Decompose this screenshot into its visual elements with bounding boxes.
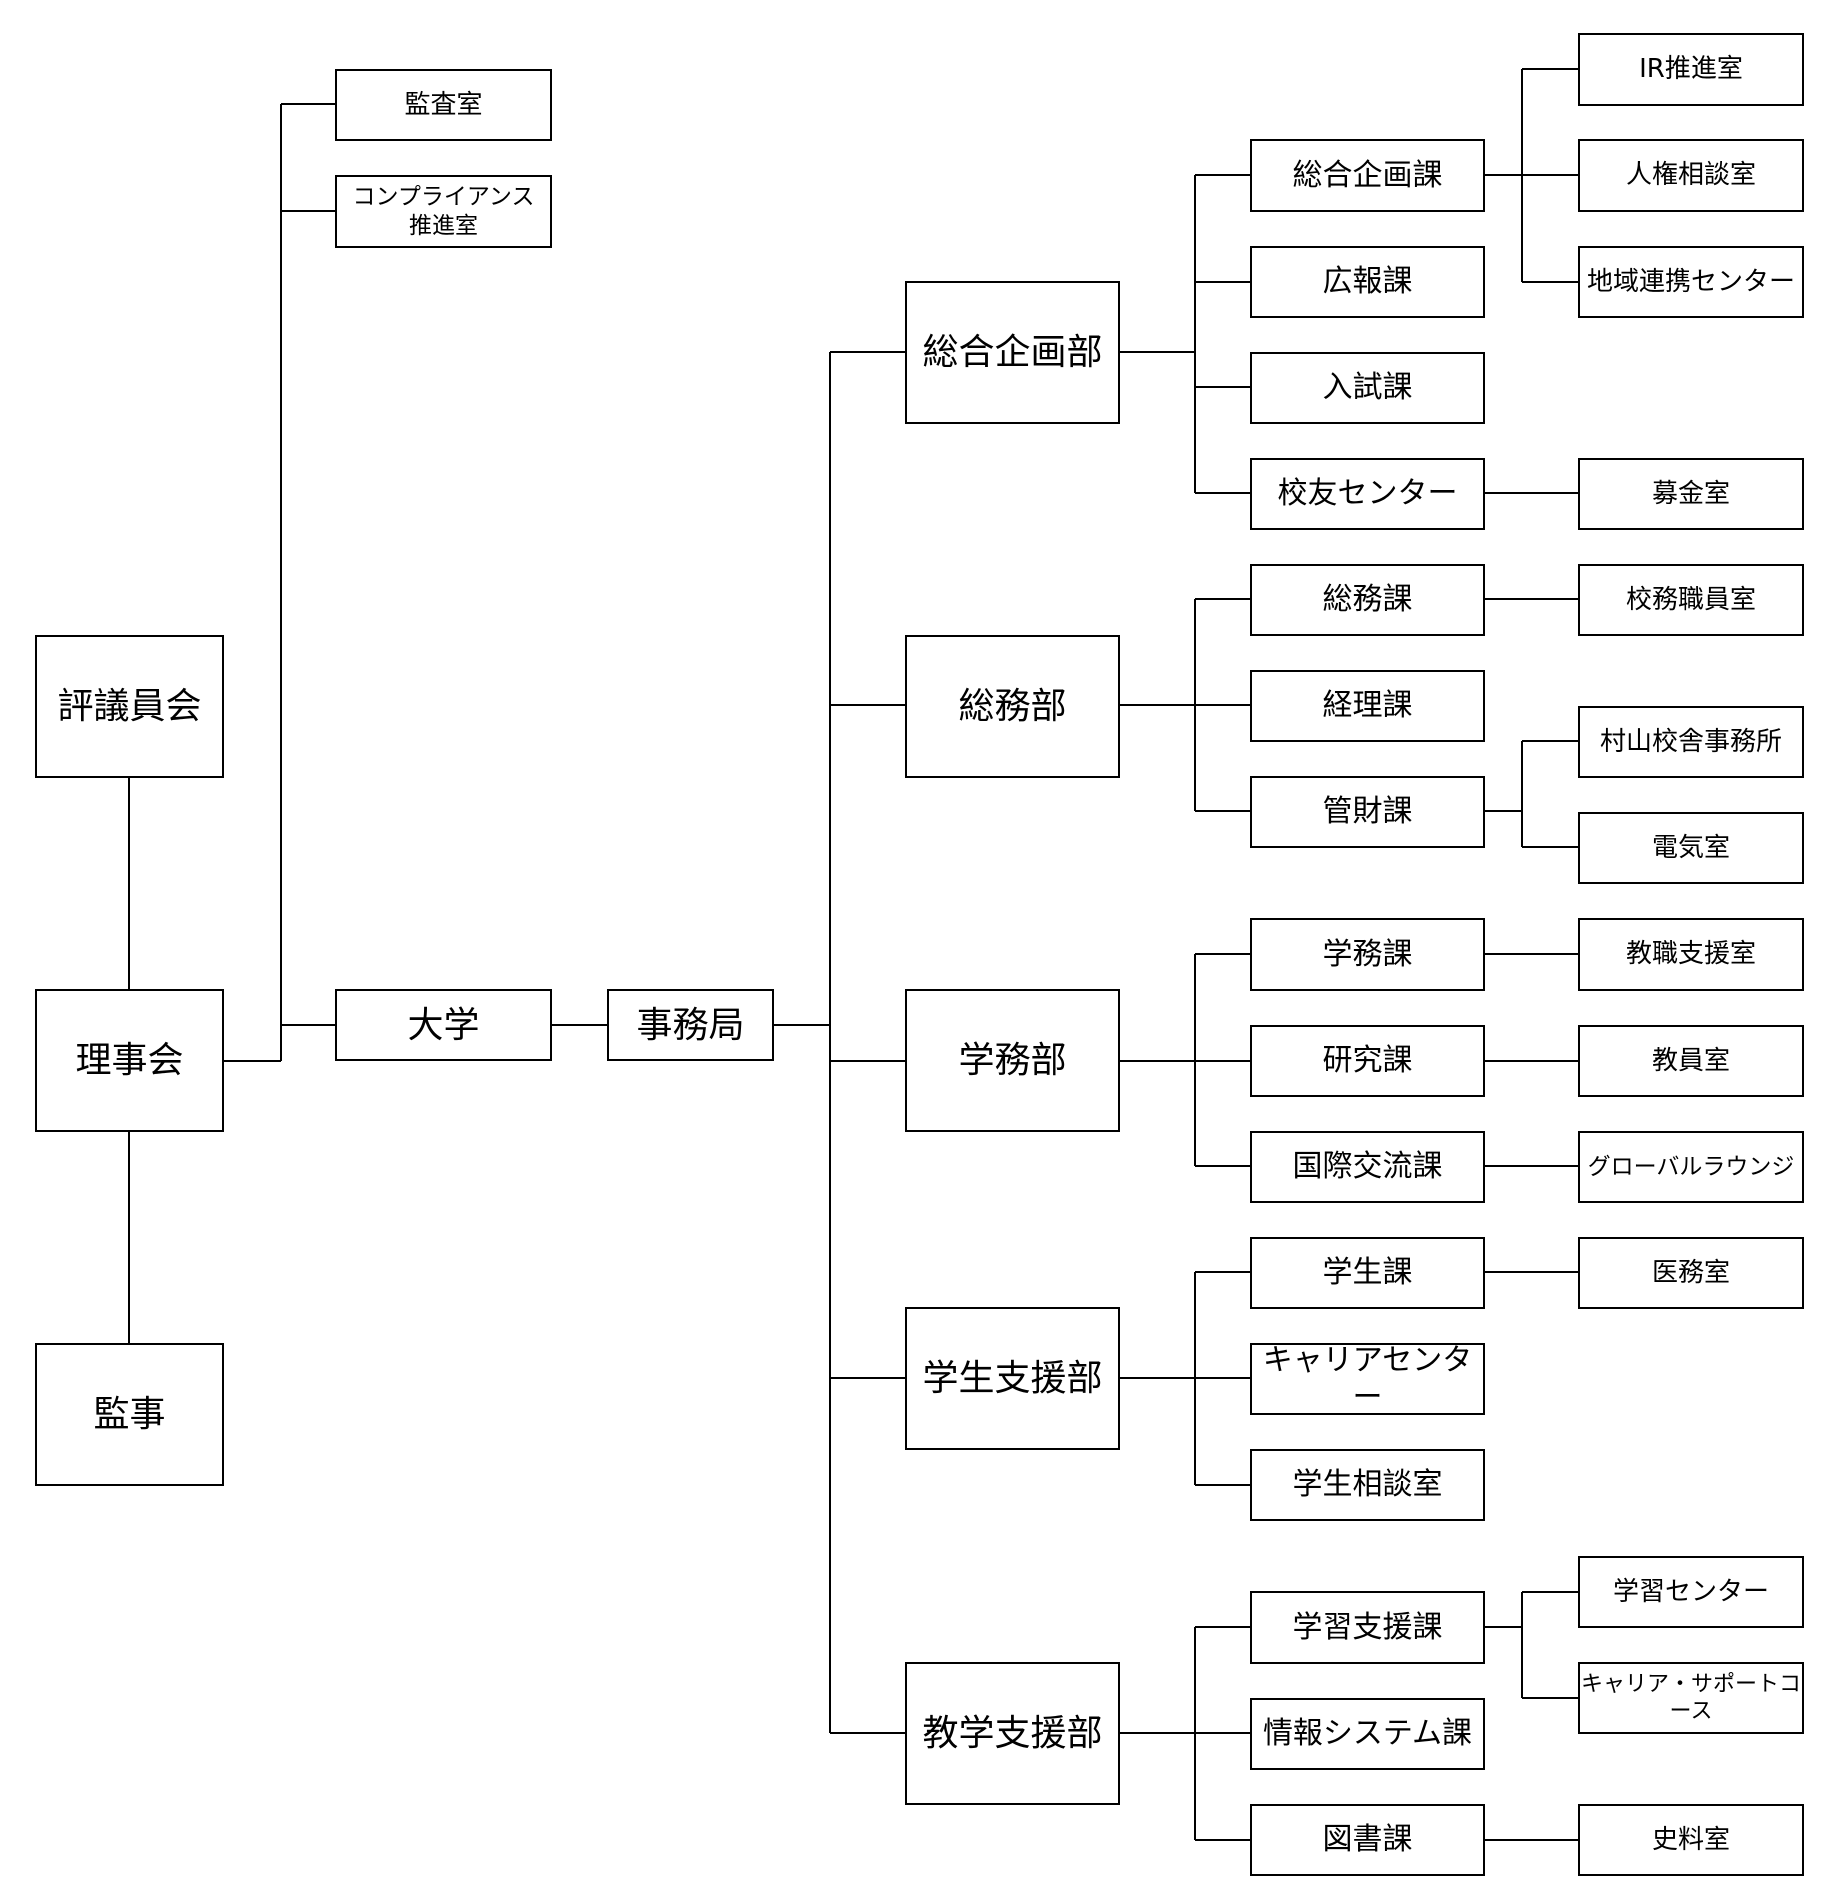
node-office-career-support-course[interactable]: キャリア・サポートコース: [1578, 1662, 1804, 1734]
node-office-jinken-sodan-shitsu[interactable]: 人権相談室: [1578, 139, 1804, 212]
node-sec-kokusai-koryu-ka[interactable]: 国際交流課: [1250, 1131, 1485, 1203]
node-sec-gakushu-shien-ka[interactable]: 学習支援課: [1250, 1591, 1485, 1664]
node-sec-joho-system-ka[interactable]: 情報システム課: [1250, 1698, 1485, 1770]
node-office-ir-suishin-shitsu[interactable]: IR推進室: [1578, 33, 1804, 106]
node-office-denki-shitsu[interactable]: 電気室: [1578, 812, 1804, 884]
node-sec-kenkyu-ka[interactable]: 研究課: [1250, 1025, 1485, 1097]
node-dept-somu[interactable]: 総務部: [905, 635, 1120, 778]
node-sec-keiri-ka[interactable]: 経理課: [1250, 670, 1485, 742]
node-rijikai[interactable]: 理事会: [35, 989, 224, 1132]
node-office-komu-shokuin-shitsu[interactable]: 校務職員室: [1578, 564, 1804, 636]
node-sec-career-center[interactable]: キャリアセンター: [1250, 1343, 1485, 1415]
node-sec-koyu-center[interactable]: 校友センター: [1250, 458, 1485, 530]
node-sec-gakusei-ka[interactable]: 学生課: [1250, 1237, 1485, 1309]
node-compliance-suishinshitsu[interactable]: コンプライアンス 推進室: [335, 175, 552, 248]
node-dept-sogo-kikaku[interactable]: 総合企画部: [905, 281, 1120, 424]
node-sec-nyushi-ka[interactable]: 入試課: [1250, 352, 1485, 424]
node-dept-gakumu[interactable]: 学務部: [905, 989, 1120, 1132]
node-kanji[interactable]: 監事: [35, 1343, 224, 1486]
node-office-murayama-kosha-jimusho[interactable]: 村山校舎事務所: [1578, 706, 1804, 778]
node-office-bokin-shitsu[interactable]: 募金室: [1578, 458, 1804, 530]
node-office-kyoshoku-shien-shitsu[interactable]: 教職支援室: [1578, 918, 1804, 991]
node-office-global-lounge[interactable]: グローバルラウンジ: [1578, 1131, 1804, 1203]
node-sec-koho-ka[interactable]: 広報課: [1250, 246, 1485, 318]
node-office-shiryo-shitsu[interactable]: 史料室: [1578, 1804, 1804, 1876]
node-sec-somu-ka[interactable]: 総務課: [1250, 564, 1485, 636]
node-dept-kyogaku-shien[interactable]: 教学支援部: [905, 1662, 1120, 1805]
node-sec-tosho-ka[interactable]: 図書課: [1250, 1804, 1485, 1876]
node-sec-gakumu-ka[interactable]: 学務課: [1250, 918, 1485, 991]
node-sec-kanzai-ka[interactable]: 管財課: [1250, 776, 1485, 848]
node-office-gakushu-center[interactable]: 学習センター: [1578, 1556, 1804, 1628]
node-sec-gakusei-sodan-shitsu[interactable]: 学生相談室: [1250, 1449, 1485, 1521]
node-jimukyoku[interactable]: 事務局: [607, 989, 774, 1061]
node-sec-sogo-kikaku-ka[interactable]: 総合企画課: [1250, 139, 1485, 212]
node-office-chiiki-renkei-center[interactable]: 地域連携センター: [1578, 246, 1804, 318]
node-office-kyoin-shitsu[interactable]: 教員室: [1578, 1025, 1804, 1097]
node-hyogiinkai[interactable]: 評議員会: [35, 635, 224, 778]
node-office-imu-shitsu[interactable]: 医務室: [1578, 1237, 1804, 1309]
node-kansashitsu[interactable]: 監査室: [335, 69, 552, 141]
node-daigaku[interactable]: 大学: [335, 989, 552, 1061]
node-dept-gakusei-shien[interactable]: 学生支援部: [905, 1307, 1120, 1450]
